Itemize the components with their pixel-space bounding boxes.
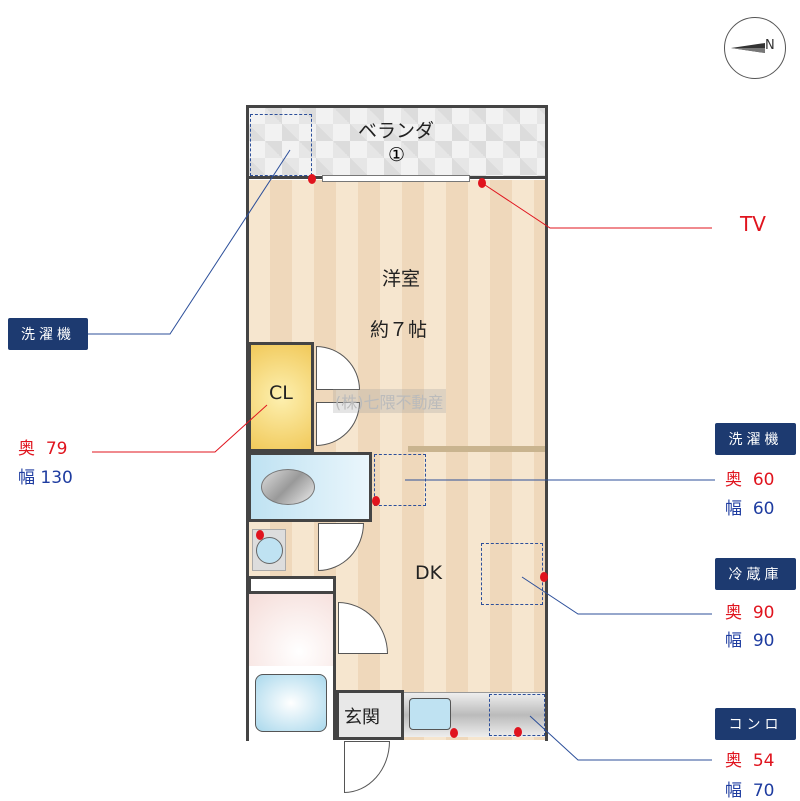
kitchen-counter — [404, 692, 546, 737]
closet — [248, 342, 314, 452]
stove-depth: 奥 54 — [725, 751, 775, 771]
closet-leader — [92, 404, 268, 453]
outlet-icon — [540, 572, 548, 582]
washer-right-badge: 洗濯機 — [715, 423, 796, 455]
toilet-icon — [261, 469, 315, 505]
closet-label: CL — [269, 382, 293, 404]
compass: N — [724, 17, 786, 79]
fridge-depth: 奥 90 — [725, 603, 775, 623]
veranda-number: ① — [388, 144, 406, 166]
stove-badge: コンロ — [715, 708, 796, 740]
fridge-badge: 冷蔵庫 — [715, 558, 796, 590]
storage-shelf — [248, 576, 336, 594]
outlet-icon — [308, 174, 316, 184]
outlet-icon — [450, 728, 458, 738]
compass-north-label: N — [765, 38, 775, 53]
washroom — [248, 594, 336, 666]
washer-left-badge: 洗濯機 — [8, 318, 88, 350]
outlet-icon — [514, 727, 522, 737]
fridge-width: 幅 90 — [725, 631, 775, 651]
entrance-label: 玄関 — [344, 707, 380, 728]
fridge-leader — [521, 576, 712, 615]
tv-label: TV — [740, 212, 766, 236]
bathtub-icon — [255, 674, 327, 732]
closet-width: 幅 130 — [18, 468, 73, 488]
tv-leader — [481, 182, 712, 229]
outlet-icon — [372, 496, 380, 506]
closet-depth: 奥 79 — [18, 439, 68, 459]
western-room-label: 洋室 — [382, 268, 421, 290]
watermark: (株)七隈不動産 — [333, 389, 446, 413]
veranda-label: ベランダ — [358, 120, 435, 142]
bay-rail — [408, 446, 546, 452]
veranda — [248, 107, 546, 178]
washer-left-leader — [88, 149, 291, 335]
outlet-icon — [256, 530, 264, 540]
toilet-room — [248, 452, 372, 522]
washer-space-veranda — [250, 114, 312, 176]
balcony-window[interactable] — [322, 175, 470, 182]
stove-leader — [529, 715, 712, 761]
compass-arrow-icon — [731, 43, 765, 53]
entrance — [336, 690, 404, 740]
dk-label: DK — [415, 562, 443, 584]
bathroom — [248, 666, 336, 740]
stove-width: 幅 70 — [725, 781, 775, 801]
kitchen-sink-icon — [409, 698, 451, 730]
washer-depth: 奥 60 — [725, 470, 775, 490]
washer-width: 幅 60 — [725, 499, 775, 519]
closet-door-bottom[interactable] — [316, 402, 360, 446]
western-room-size: 約７帖 — [370, 319, 428, 341]
